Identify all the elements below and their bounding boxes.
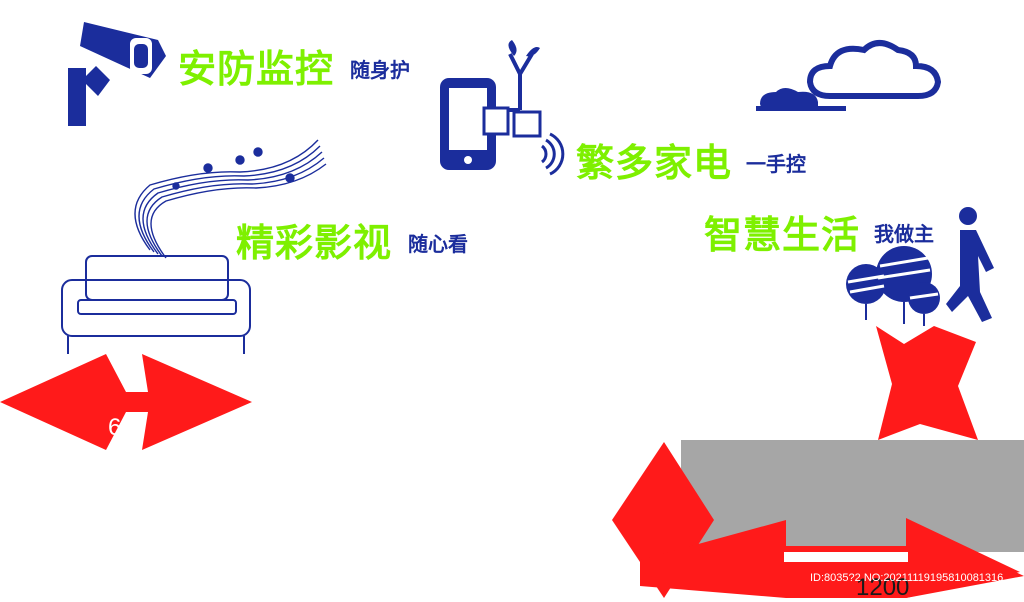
music-staff-icon (134, 139, 327, 259)
watermark-id: ID:8035?2 NO:20211119195810081316 (810, 572, 1004, 584)
slogan-2-sub: 一手控 (746, 152, 806, 176)
smartphone-remote-icon (440, 40, 565, 176)
slogan-1-main: 安防监控 (178, 47, 335, 91)
right-vertical-arrow (876, 326, 978, 440)
left-arrow-label: 60 (108, 414, 135, 441)
slogan-1-sub: 随身护 (350, 58, 410, 82)
bottom-arrow-label: 1200 (856, 574, 910, 601)
slogan-4-main: 智慧生活 (704, 213, 861, 257)
security-camera-icon (68, 22, 166, 126)
trees-person-icon (846, 207, 994, 326)
slogan-2-main: 繁多家电 (576, 141, 733, 185)
slogan-3-main: 精彩影视 (236, 221, 393, 265)
watermark-logo: 昵享网 www.nipic.cn (10, 572, 184, 592)
slogan-3-sub: 随心看 (408, 232, 468, 256)
cloud-icon (756, 40, 942, 111)
sofa-icon (61, 255, 251, 354)
slogan-4-sub: 我做主 (874, 222, 934, 246)
left-dimension-arrow (0, 354, 252, 450)
